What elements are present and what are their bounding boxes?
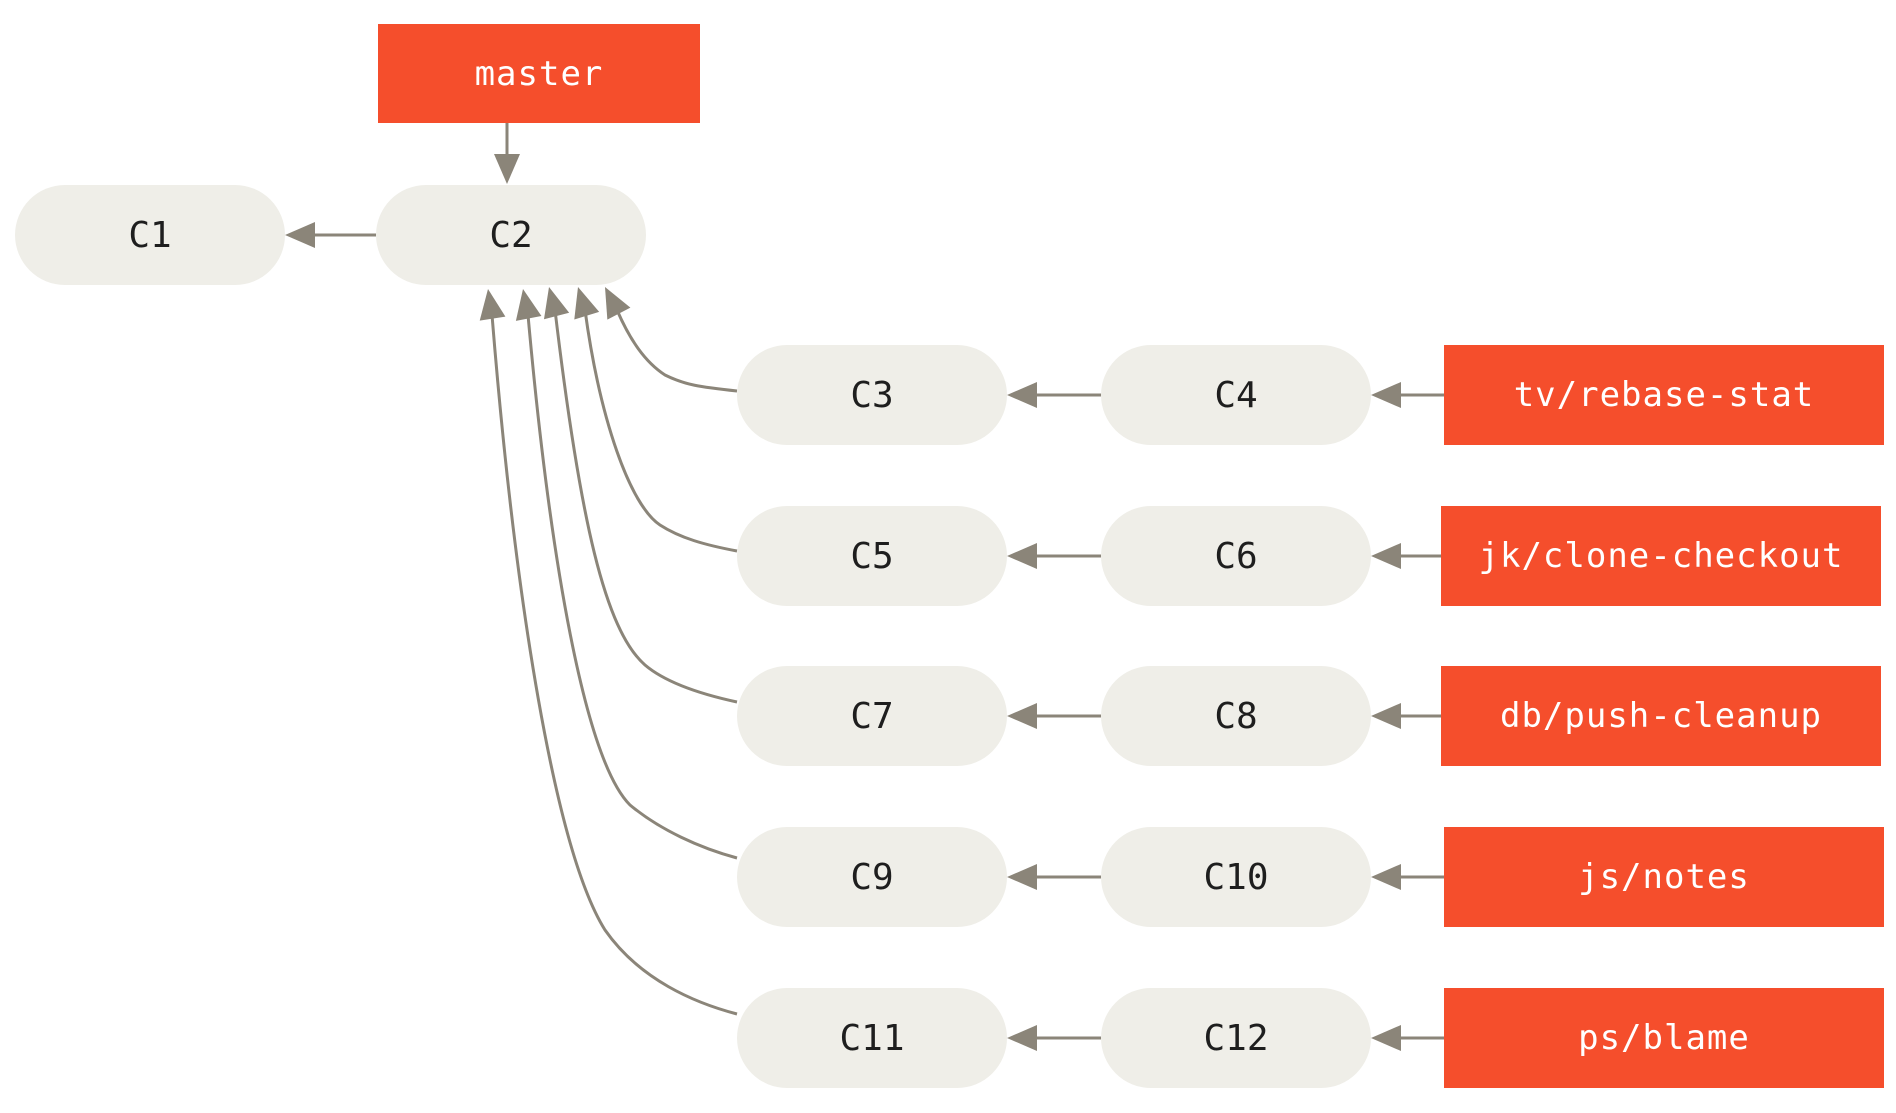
branch-master: master: [378, 24, 700, 123]
arrow-c11-to-c2: [490, 314, 738, 1016]
arrow-c9-to-c2-head: [515, 289, 542, 321]
arrow-c2-to-c1-head: [285, 222, 315, 248]
commit-c11: C11: [737, 988, 1007, 1088]
branch-tv-rebase-stat: tv/rebase-stat: [1444, 345, 1884, 445]
arrow-c3-to-c2: [615, 309, 738, 393]
arrow-c7-to-c2: [553, 309, 738, 704]
arrow-c5-to-c2: [583, 309, 738, 553]
arrow-branch-db-to-c8-head: [1371, 703, 1401, 729]
branch-js-notes: js/notes: [1444, 827, 1884, 927]
commit-c6: C6: [1101, 506, 1371, 606]
arrow-c11-to-c2-head: [479, 289, 506, 321]
commit-c5: C5: [737, 506, 1007, 606]
commit-c1: C1: [15, 185, 285, 285]
commit-c12: C12: [1101, 988, 1371, 1088]
arrow-branch-ps-to-c12-head: [1371, 1025, 1401, 1051]
arrow-c3-to-c2-head: [605, 287, 631, 320]
arrow-branch-js-to-c10-head: [1371, 864, 1401, 890]
arrow-branch-jk-to-c6-head: [1371, 543, 1401, 569]
commit-c2: C2: [376, 185, 646, 285]
arrow-c4-to-c3-head: [1007, 382, 1037, 408]
arrow-master-to-c2-head: [494, 154, 520, 184]
commit-c9: C9: [737, 827, 1007, 927]
arrow-c12-to-c11-head: [1007, 1025, 1037, 1051]
arrow-branch-tv-to-c4-head: [1371, 382, 1401, 408]
commit-c3: C3: [737, 345, 1007, 445]
arrow-c7-to-c2-head: [543, 287, 570, 320]
branch-jk-clone-checkout: jk/clone-checkout: [1441, 506, 1881, 606]
commit-c7: C7: [737, 666, 1007, 766]
arrow-c6-to-c5-head: [1007, 543, 1037, 569]
commit-c8: C8: [1101, 666, 1371, 766]
commit-c4: C4: [1101, 345, 1371, 445]
branch-ps-blame: ps/blame: [1444, 988, 1884, 1088]
branch-db-push-cleanup: db/push-cleanup: [1441, 666, 1881, 766]
arrow-c9-to-c2: [526, 314, 738, 860]
arrow-c8-to-c7-head: [1007, 703, 1037, 729]
arrow-c10-to-c9-head: [1007, 864, 1037, 890]
commit-c10: C10: [1101, 827, 1371, 927]
arrow-c5-to-c2-head: [574, 287, 600, 320]
